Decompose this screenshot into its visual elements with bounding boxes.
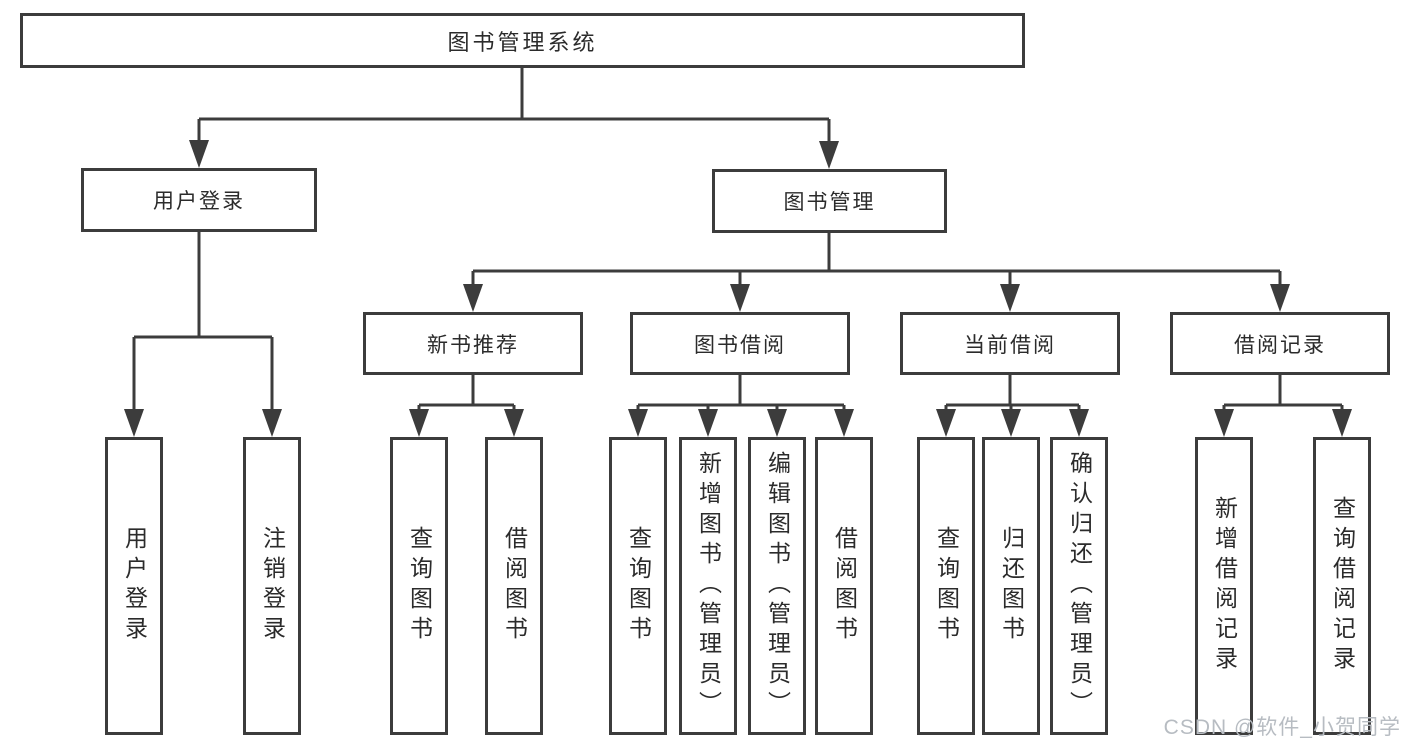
- connector-borrowing-records-children: [1222, 375, 1344, 413]
- connector-book-management-children: [471, 233, 1282, 288]
- leaf-query-books-borrow: 查询图书: [609, 437, 667, 735]
- node-new-book-recommendation: 新书推荐: [363, 312, 583, 375]
- leaf-query-books-current: 查询图书: [917, 437, 975, 735]
- arrow-icon: [834, 409, 854, 437]
- arrow-icon: [124, 409, 144, 437]
- leaf-borrow-books-borrow: 借阅图书: [815, 437, 873, 735]
- arrow-icon: [1001, 409, 1021, 437]
- arrow-icon: [189, 140, 209, 168]
- connector-book-borrowing-children: [636, 375, 846, 413]
- arrow-icon: [1332, 409, 1352, 437]
- arrow-icon: [698, 409, 718, 437]
- arrow-icon: [730, 284, 750, 312]
- arrow-icon: [1214, 409, 1234, 437]
- connector-new-book-recommendation-children: [417, 375, 516, 413]
- node-library-management-system: 图书管理系统: [20, 13, 1025, 68]
- arrow-icon: [1000, 284, 1020, 312]
- leaf-borrow-books-recommend: 借阅图书: [485, 437, 543, 735]
- leaf-label: 查询图书: [625, 526, 652, 646]
- leaf-query-books-recommend: 查询图书: [390, 437, 448, 735]
- leaf-label: 归还图书: [998, 526, 1025, 646]
- leaf-label: 编辑图书（管理员）: [764, 451, 791, 721]
- arrow-icon: [819, 141, 839, 169]
- leaf-label: 查询借阅记录: [1329, 496, 1356, 676]
- leaf-label: 查询图书: [406, 526, 433, 646]
- arrow-icon: [767, 409, 787, 437]
- leaf-label: 用户登录: [121, 526, 148, 646]
- arrow-icon: [1069, 409, 1089, 437]
- leaf-logout: 注销登录: [243, 437, 301, 735]
- leaf-confirm-return-admin: 确认归还（管理员）: [1050, 437, 1108, 735]
- leaf-label: 确认归还（管理员）: [1066, 451, 1093, 721]
- leaf-add-book-admin: 新增图书（管理员）: [679, 437, 737, 735]
- leaf-label: 查询图书: [933, 526, 960, 646]
- node-borrowing-records: 借阅记录: [1170, 312, 1390, 375]
- node-current-borrowing: 当前借阅: [900, 312, 1120, 375]
- arrow-icon: [409, 409, 429, 437]
- arrow-icon: [1270, 284, 1290, 312]
- leaf-label: 借阅图书: [501, 526, 528, 646]
- arrow-icon: [463, 284, 483, 312]
- leaf-label: 注销登录: [259, 526, 286, 646]
- arrow-icon: [262, 409, 282, 437]
- leaf-return-books: 归还图书: [982, 437, 1040, 735]
- arrowheads: [124, 140, 1352, 437]
- leaf-label: 借阅图书: [831, 526, 858, 646]
- node-book-management: 图书管理: [712, 169, 947, 233]
- arrow-icon: [628, 409, 648, 437]
- leaf-edit-book-admin: 编辑图书（管理员）: [748, 437, 806, 735]
- leaf-label: 新增图书（管理员）: [695, 451, 722, 721]
- arrow-icon: [936, 409, 956, 437]
- connector-root-to-level2: [197, 66, 831, 145]
- leaf-add-borrow-record: 新增借阅记录: [1195, 437, 1253, 735]
- leaf-user-login: 用户登录: [105, 437, 163, 735]
- node-user-login: 用户登录: [81, 168, 317, 232]
- arrow-icon: [504, 409, 524, 437]
- node-book-borrowing: 图书借阅: [630, 312, 850, 375]
- connector-user-login-children: [132, 232, 274, 413]
- leaf-label: 新增借阅记录: [1211, 496, 1238, 676]
- leaf-query-borrow-record: 查询借阅记录: [1313, 437, 1371, 735]
- connector-current-borrowing-children: [944, 375, 1081, 413]
